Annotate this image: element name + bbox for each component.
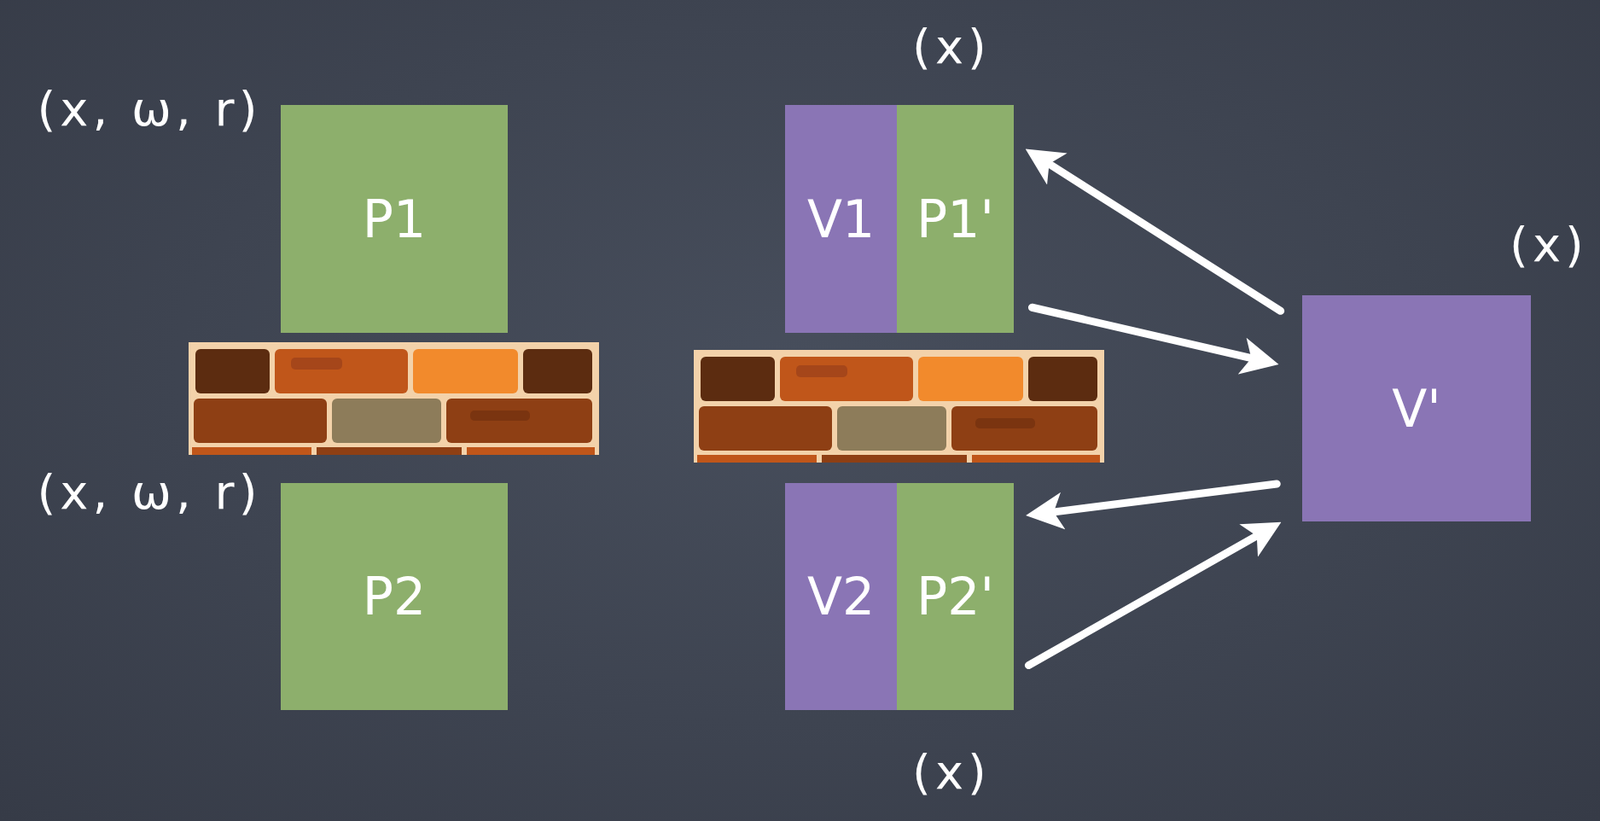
- box-label: V2: [807, 570, 875, 623]
- box-label: P1': [916, 193, 995, 245]
- prover-box: P2'(x): [896, 482, 1014, 710]
- heading-label: (x, ω, r): [37, 85, 262, 134]
- heading-label: (x): [912, 748, 991, 797]
- box-label: P2: [362, 570, 426, 623]
- prover-box: (x, ω, r)P1: [280, 104, 508, 333]
- message-arrow: [1042, 483, 1278, 514]
- brick-wall: [693, 349, 1105, 463]
- box-label: P2': [916, 570, 995, 623]
- heading-label: (x, ω, r): [37, 468, 262, 517]
- message-arrow: [1031, 307, 1263, 361]
- prover-box: (x, ω, r)P2: [280, 482, 508, 710]
- box-label: V': [1391, 383, 1442, 435]
- verifier-box: (x)V': [1302, 295, 1531, 522]
- verifier-box: V2: [785, 482, 897, 710]
- verifier-box: V1: [785, 104, 897, 333]
- message-arrow: [1039, 157, 1280, 311]
- prover-box: (x)P1': [896, 104, 1014, 333]
- heading-label: (x): [912, 23, 991, 71]
- brick-wall: [188, 342, 600, 455]
- box-label: V1: [807, 193, 875, 245]
- message-arrow: [1028, 529, 1267, 665]
- box-label: P1: [362, 193, 426, 245]
- heading-label: (x): [1509, 221, 1589, 269]
